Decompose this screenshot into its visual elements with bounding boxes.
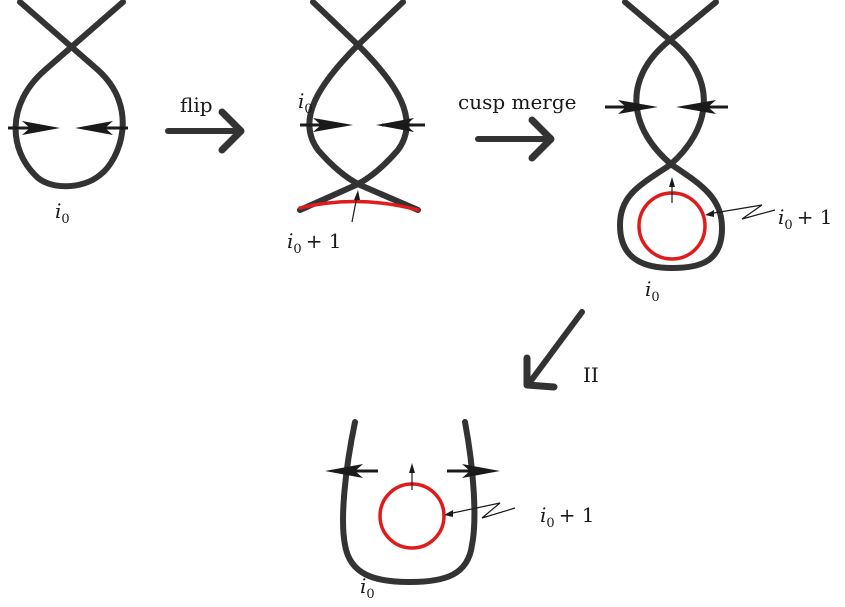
panel-4-leader-arrowhead — [444, 510, 453, 517]
panel-3-leader-arrowhead — [705, 210, 714, 217]
panel-4: i0+ 1 i0 — [325, 419, 595, 602]
panel-2-label-i0-plus-1: i0+ 1 — [287, 229, 342, 257]
move-ii-label: II — [583, 363, 599, 387]
panel-2: i0 i0+ 1 — [287, 0, 425, 257]
panel-3-right-arrowhead — [676, 100, 716, 114]
panel-2-small-arrowhead — [354, 190, 360, 200]
panel-4-small-arrowhead — [409, 463, 415, 473]
panel-1-left-arrowhead — [22, 121, 60, 135]
panel-3-label-i0-plus-1: i0+ 1 — [778, 205, 833, 233]
panel-1-right-arrowhead — [75, 121, 113, 135]
panel-3-zigzag-leader — [707, 204, 776, 220]
cusp-merge-arrow: cusp merge — [458, 90, 577, 162]
panel-3: i0+ 1 i0 — [605, 0, 833, 305]
flip-arrow: flip — [165, 93, 245, 154]
panel-2-strand-left — [297, 0, 410, 213]
panel-1: i0 — [8, 0, 128, 227]
panel-4-zigzag-leader — [447, 502, 516, 519]
flip-label: flip — [180, 93, 213, 117]
panel-2-label-i0: i0 — [298, 89, 313, 117]
panel-4-label-i0-plus-1: i0+ 1 — [540, 503, 595, 531]
panel-4-left-arrowhead — [325, 464, 363, 478]
panel-4-label-i0: i0 — [360, 574, 375, 602]
panel-3-left-arrowhead — [618, 100, 658, 114]
panel-2-small-arrow-shaft — [351, 195, 358, 223]
panel-3-small-arrowhead — [669, 177, 675, 187]
panel-2-red-arc — [298, 199, 420, 212]
move-ii-arrow: II — [523, 309, 599, 391]
cusp-merge-label: cusp merge — [458, 90, 577, 114]
panel-1-loop-curve — [12, 0, 126, 190]
panel-4-right-arrowhead — [462, 464, 500, 478]
panel-1-label-i0: i0 — [55, 199, 70, 227]
panel-3-strand-a — [617, 0, 725, 271]
panel-2-left-arrowhead — [313, 118, 353, 132]
panel-2-right-arrowhead — [376, 118, 414, 132]
panel-4-red-circle — [378, 482, 446, 550]
panel-4-u-curve — [340, 419, 478, 585]
panel-3-label-i0: i0 — [645, 277, 660, 305]
panel-2-strand-right — [306, 0, 421, 213]
